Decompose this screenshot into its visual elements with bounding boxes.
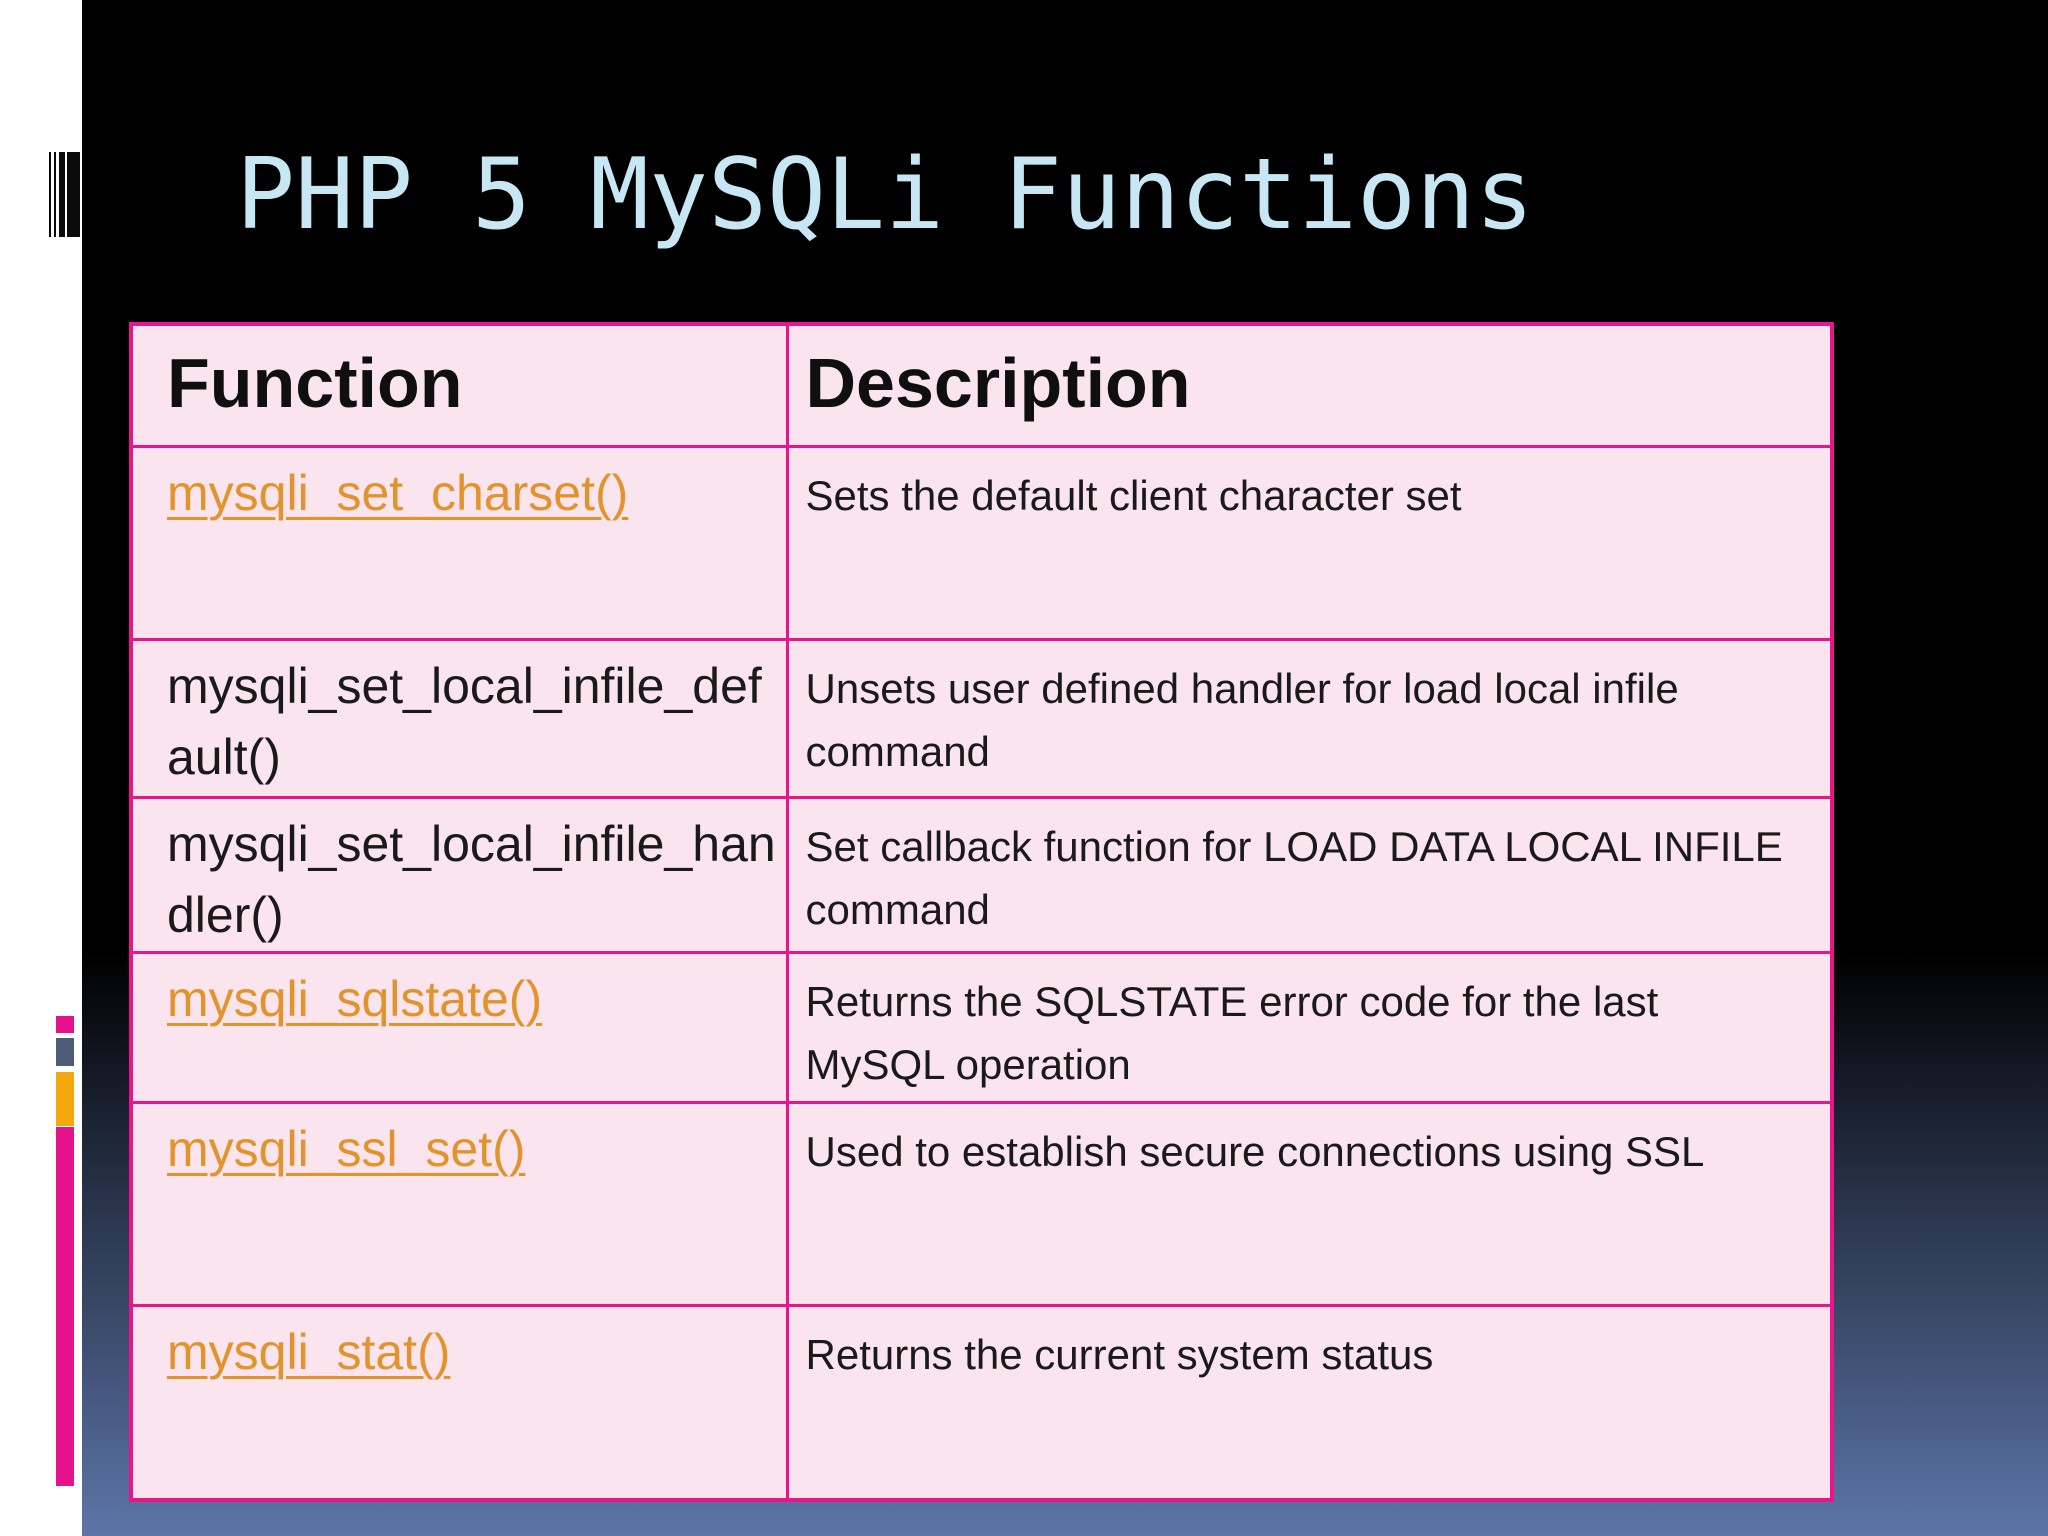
function-link[interactable]: mysqli_ssl_set() [167, 1120, 526, 1177]
table-row: mysqli_set_charset() Sets the default cl… [129, 444, 1834, 641]
column-header-function: Function [129, 322, 789, 448]
function-name: mysqli_set_local_infile_handler() [167, 815, 776, 943]
functions-table: Function Description mysqli_set_charset(… [129, 322, 1834, 1502]
description-cell: Sets the default client character set [785, 444, 1834, 641]
table-row: mysqli_sqlstate() Returns the SQLSTATE e… [129, 950, 1834, 1104]
slide-title: PHP 5 MySQLi Functions [236, 138, 1535, 252]
barcode-stripe [59, 152, 65, 237]
function-cell: mysqli_set_local_infile_default() [129, 637, 789, 799]
function-link[interactable]: mysqli_sqlstate() [167, 970, 543, 1027]
table-row: mysqli_ssl_set() Used to establish secur… [129, 1100, 1834, 1307]
function-link[interactable]: mysqli_stat() [167, 1323, 451, 1380]
column-header-description: Description [785, 322, 1834, 448]
function-link[interactable]: mysqli_set_charset() [167, 464, 629, 521]
accent-bar-pink-small [56, 1016, 74, 1033]
function-cell: mysqli_sqlstate() [129, 950, 789, 1104]
accent-bar-gray [56, 1038, 74, 1066]
description-cell: Used to establish secure connections usi… [785, 1100, 1834, 1307]
table-row: mysqli_set_local_infile_default() Unsets… [129, 637, 1834, 799]
description-cell: Unsets user defined handler for load loc… [785, 637, 1834, 799]
barcode-icon [49, 152, 80, 237]
description-cell: Returns the current system status [785, 1303, 1834, 1502]
accent-bar-pink-tall [56, 1127, 74, 1486]
table-header-row: Function Description [129, 322, 1834, 448]
function-cell: mysqli_set_local_infile_handler() [129, 795, 789, 954]
description-cell: Set callback function for LOAD DATA LOCA… [785, 795, 1834, 954]
table-row: mysqli_stat() Returns the current system… [129, 1303, 1834, 1502]
barcode-stripe [54, 152, 56, 237]
table-row: mysqli_set_local_infile_handler() Set ca… [129, 795, 1834, 954]
function-name: mysqli_set_local_infile_default() [167, 657, 762, 785]
description-cell: Returns the SQLSTATE error code for the … [785, 950, 1834, 1104]
function-cell: mysqli_stat() [129, 1303, 789, 1502]
accent-bar-amber [56, 1072, 74, 1126]
function-cell: mysqli_ssl_set() [129, 1100, 789, 1307]
function-cell: mysqli_set_charset() [129, 444, 789, 641]
barcode-stripe [49, 152, 51, 237]
barcode-stripe [67, 152, 80, 237]
